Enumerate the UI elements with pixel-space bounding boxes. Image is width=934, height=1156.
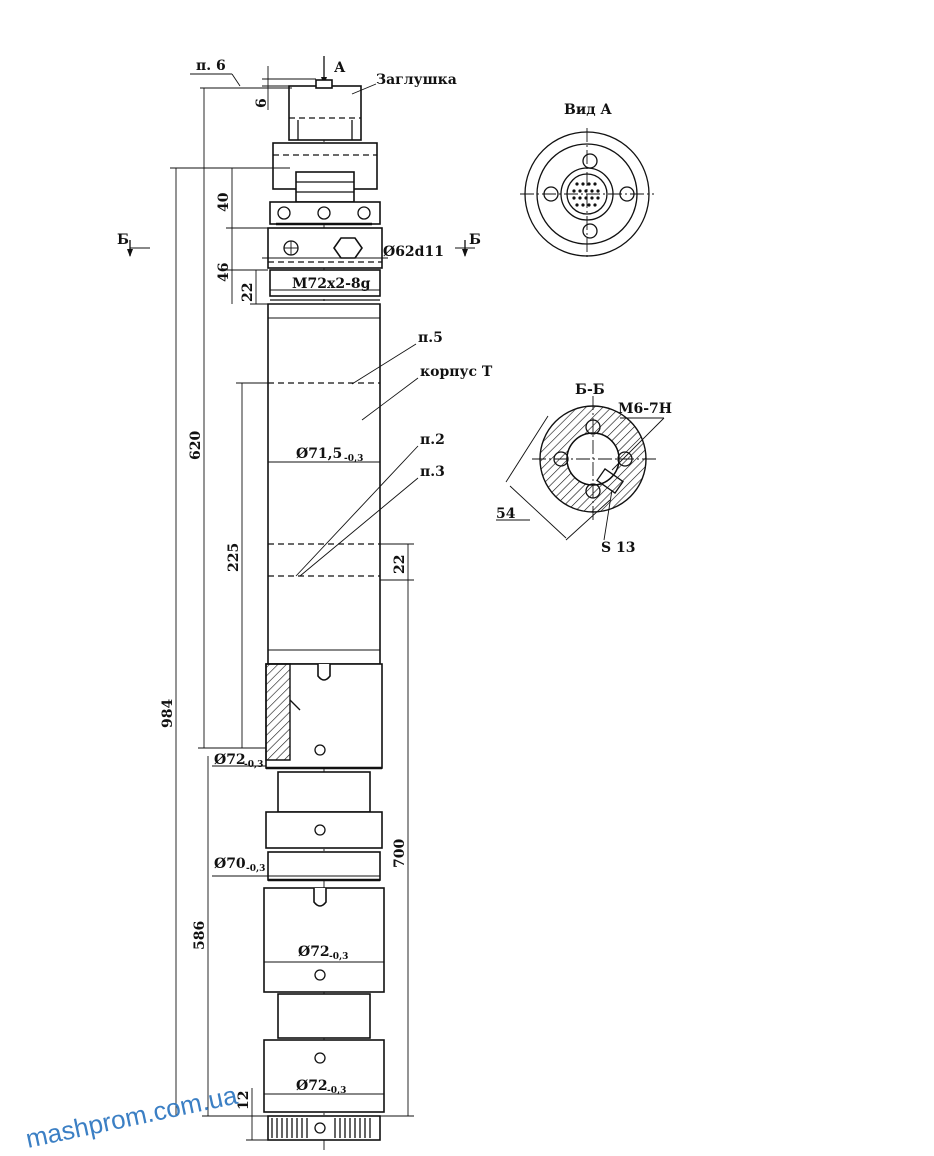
dim-72-a: Ø72 bbox=[214, 752, 246, 768]
dim-72-b-tol: -0,3 bbox=[329, 952, 348, 962]
dim-620: 620 bbox=[188, 431, 204, 460]
section-b-drawing bbox=[496, 396, 665, 541]
watermark: mashprom.com.ua bbox=[23, 1080, 240, 1154]
item-3-label: п.3 bbox=[420, 464, 445, 480]
connector-pins bbox=[572, 182, 600, 207]
dim-72-c: Ø72 bbox=[296, 1078, 328, 1094]
dim-71-5: Ø71,5 bbox=[296, 446, 342, 462]
dim-22-mid: 22 bbox=[392, 555, 408, 574]
view-a-drawing bbox=[520, 128, 654, 260]
dim-6: 6 bbox=[254, 98, 270, 108]
section-mark-left: Б bbox=[117, 232, 129, 248]
dim-700: 700 bbox=[392, 839, 408, 868]
item-5-label: п.5 bbox=[418, 330, 443, 346]
housing-label: корпус Т bbox=[420, 364, 493, 380]
section-mark-right: Б bbox=[469, 232, 481, 248]
item-2-label: п.2 bbox=[420, 432, 445, 448]
item-6-label: п. 6 bbox=[196, 58, 226, 74]
plug-label: Заглушка bbox=[376, 72, 457, 88]
dim-40: 40 bbox=[216, 192, 232, 212]
thread-m72: M72x2-8g bbox=[292, 276, 371, 292]
dim-71-5-tol: -0,3 bbox=[344, 454, 363, 464]
dim-70: Ø70 bbox=[214, 856, 246, 872]
inlet-grid bbox=[271, 1118, 371, 1138]
view-a-title: Вид А bbox=[564, 102, 612, 118]
dim-586: 586 bbox=[192, 921, 208, 950]
thread-m6-label: М6-7Н bbox=[618, 401, 672, 417]
dim-70-tol: -0,3 bbox=[246, 864, 265, 874]
dim-12: 12 bbox=[236, 1091, 252, 1110]
dim-54: 54 bbox=[496, 506, 516, 522]
dim-72-b: Ø72 bbox=[298, 944, 330, 960]
main-unit bbox=[263, 56, 385, 1150]
dim-984: 984 bbox=[160, 699, 176, 728]
view-a-arrow-label: А bbox=[334, 60, 346, 76]
plug-body bbox=[288, 85, 362, 141]
dim-22-top: 22 bbox=[240, 283, 256, 302]
wrench-s13-label: S 13 bbox=[601, 540, 635, 556]
dim-72-c-tol: -0,3 bbox=[327, 1086, 346, 1096]
dimension-lines bbox=[127, 66, 475, 1141]
dim-225: 225 bbox=[226, 543, 242, 572]
dim-62: Ø62d11 bbox=[383, 244, 444, 260]
dim-46: 46 bbox=[216, 263, 232, 282]
section-title: Б-Б bbox=[575, 382, 605, 398]
dim-72-a-tol: -0,3 bbox=[244, 760, 263, 770]
